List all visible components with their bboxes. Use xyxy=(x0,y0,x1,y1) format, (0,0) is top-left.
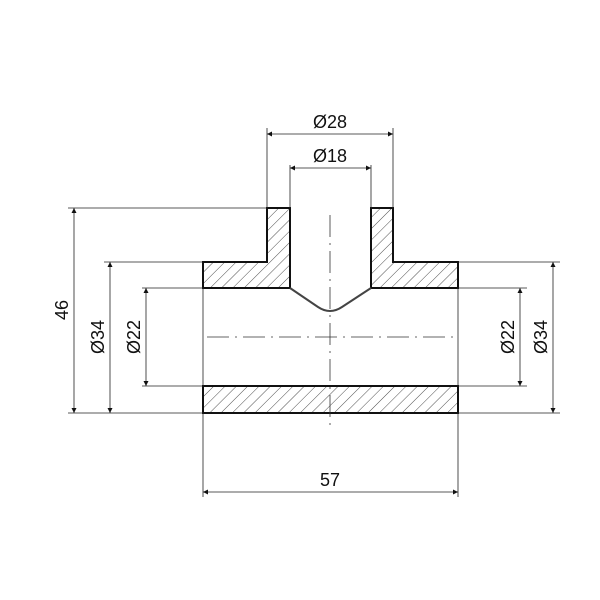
body-outline xyxy=(202,288,459,386)
dimension-lines xyxy=(71,131,556,495)
dim-overall-height: 46 xyxy=(52,300,72,320)
dim-left-inner-diameter: Ø22 xyxy=(124,320,144,354)
lower-wall-section xyxy=(202,385,459,414)
dim-right-inner-diameter: Ø22 xyxy=(498,320,518,354)
dim-branch-outer-diameter: Ø28 xyxy=(313,112,347,132)
extension-lines xyxy=(68,128,560,497)
dim-overall-length: 57 xyxy=(320,470,340,490)
center-lines xyxy=(207,215,455,430)
dim-left-outer-diameter: Ø34 xyxy=(88,320,108,354)
dim-right-outer-diameter: Ø34 xyxy=(531,320,551,354)
dim-branch-inner-diameter: Ø18 xyxy=(313,146,347,166)
upper-wall-section xyxy=(202,207,459,289)
intersection-curve xyxy=(289,287,372,312)
